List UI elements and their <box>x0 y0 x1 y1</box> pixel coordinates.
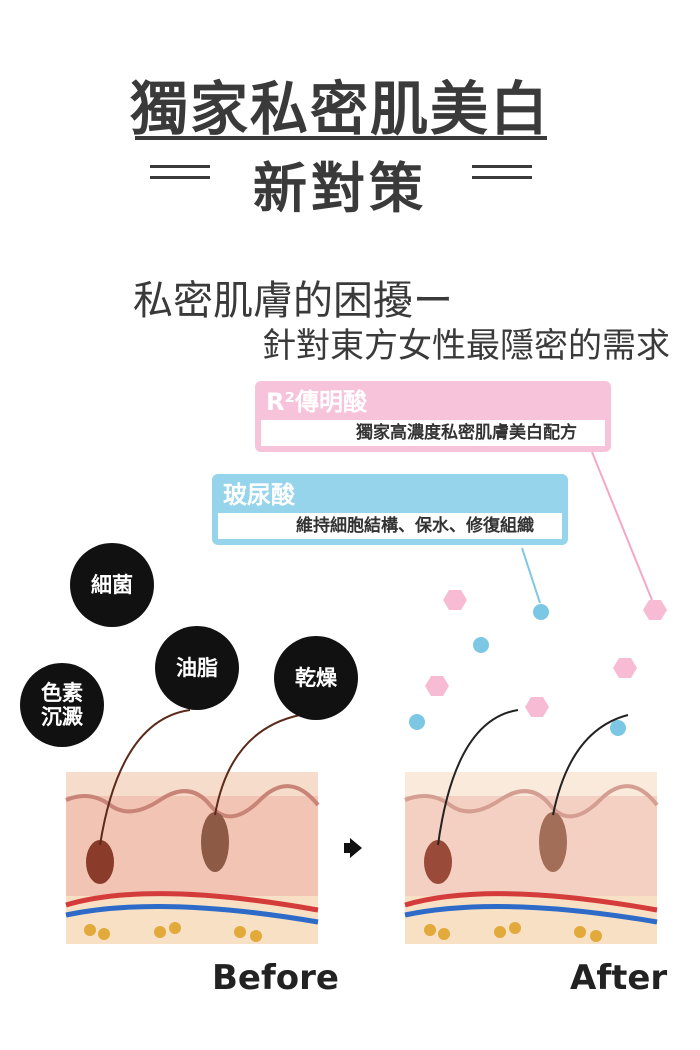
ingredient-name: R²傳明酸 <box>266 388 367 416</box>
intro-line-2: 針對東方女性最隱密的需求 <box>262 326 670 366</box>
main-title: 獨家私密肌美白 <box>129 75 550 143</box>
sub-title: 新對策 <box>253 156 427 220</box>
tranexamic-particles <box>425 590 667 717</box>
title-divider <box>135 136 547 140</box>
ingredient-description: 維持細胞結構、保水、修復組織 <box>218 513 562 539</box>
after-label: After <box>570 958 668 998</box>
right-dash <box>472 165 532 168</box>
problem-bacteria: 細菌 <box>70 543 154 627</box>
problem-dryness: 乾燥 <box>274 636 358 720</box>
problem-pigmentation: 色素沉澱 <box>20 663 104 747</box>
hyaluronic-particles <box>409 604 626 736</box>
left-dash-2 <box>150 176 210 179</box>
blue-connector <box>521 547 541 604</box>
right-dash-2 <box>472 176 532 179</box>
ingredient-name: 玻尿酸 <box>223 481 295 509</box>
before-label: Before <box>212 958 339 998</box>
arrow-icon <box>350 838 362 858</box>
problem-oil: 油脂 <box>155 626 239 710</box>
tranexamic-acid-card: R²傳明酸 獨家高濃度私密肌膚美白配方 <box>255 381 611 452</box>
skin-before-illustration <box>65 709 320 944</box>
ingredient-description: 獨家高濃度私密肌膚美白配方 <box>261 420 605 446</box>
hyaluronic-acid-card: 玻尿酸 維持細胞結構、保水、修復組織 <box>212 474 568 545</box>
left-dash <box>150 165 210 168</box>
intro-line-1: 私密肌膚的困擾ー <box>133 278 453 324</box>
pink-connector <box>591 451 653 601</box>
skin-after-illustration <box>404 709 659 944</box>
